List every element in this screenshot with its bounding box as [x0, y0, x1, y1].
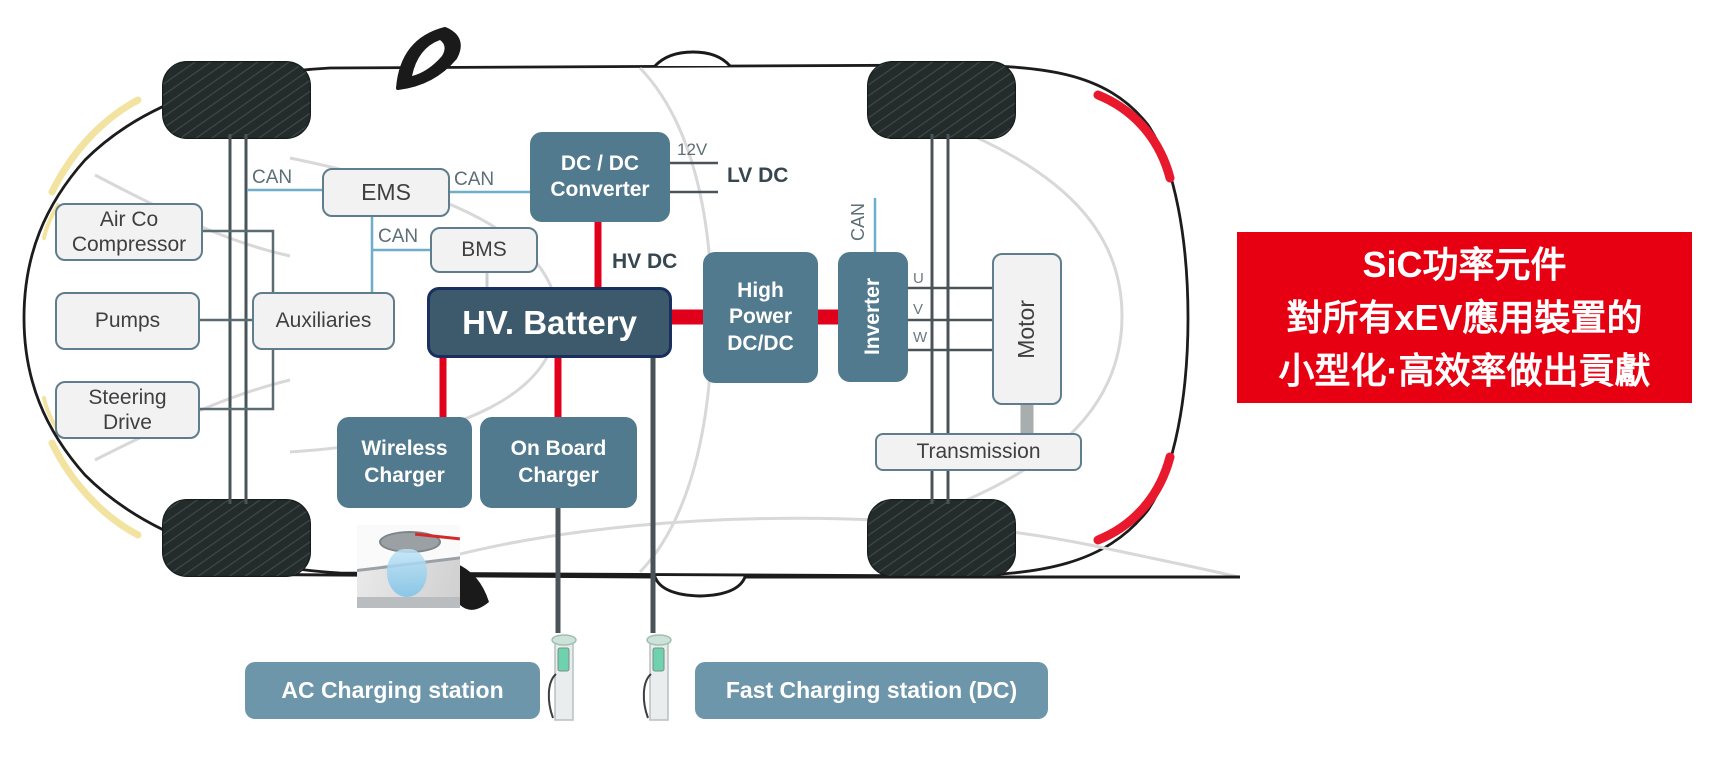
inverter-label: Inverter	[860, 278, 884, 356]
label-hv-dc: HV DC	[612, 250, 678, 273]
phase-wires	[908, 286, 992, 352]
can-inverter-text: CAN	[847, 202, 868, 241]
headlight-bottom-icon	[48, 439, 142, 539]
lights	[42, 90, 1175, 545]
tire-rear-right-bottom	[867, 499, 1016, 577]
ac-charging-pillar-icon	[547, 634, 577, 721]
box-pumps: Pumps	[55, 292, 200, 350]
auxiliary-wires	[200, 229, 275, 411]
box-auxiliaries: Auxiliaries	[252, 292, 395, 350]
label-lv-dc: LV DC	[727, 164, 789, 187]
motor-label: Motor	[1013, 299, 1040, 359]
box-dcdc-converter: DC / DC Converter	[530, 132, 670, 222]
taillight-top-icon	[1093, 90, 1175, 183]
banner-line-1: SiC功率元件	[1362, 244, 1567, 285]
headlight-top-icon	[48, 96, 142, 196]
box-wireless-charger: Wireless Charger	[337, 417, 472, 508]
box-transmission: Transmission	[875, 433, 1082, 471]
hv-power-wires	[439, 222, 838, 418]
label-12v: 12V	[677, 140, 708, 159]
car-bottom-line	[179, 572, 1240, 598]
label-phase-w: W	[913, 329, 928, 346]
side-mirror-top-inner	[412, 40, 445, 76]
door-handle-bump	[653, 50, 732, 68]
box-bms: BMS	[430, 227, 538, 273]
can-wires	[247, 188, 877, 292]
banner-line-2: 對所有xEV應用裝置的	[1286, 297, 1643, 338]
lv-dc-wires	[670, 161, 718, 194]
can-label-ems-dcdc: CAN	[454, 169, 495, 190]
taillight-bottom-icon	[1093, 452, 1175, 545]
tires	[162, 61, 1016, 577]
photo-ground	[357, 597, 460, 608]
side-mirror-bottom-icon	[452, 563, 489, 610]
charging-cables	[555, 358, 656, 633]
tire-front-left	[162, 61, 311, 139]
box-hv-battery: HV. Battery	[427, 287, 672, 358]
label-phase-u: U	[913, 270, 924, 287]
photo-energy-beam	[387, 549, 427, 597]
box-steering-drive: Steering Drive	[55, 381, 200, 439]
can-label-ems-bms: CAN	[378, 226, 419, 247]
fast-charging-pillar-icon	[642, 634, 672, 721]
banner-line-3: 小型化·高效率做出貢獻	[1278, 350, 1651, 391]
box-air-co-compressor: Air Co Compressor	[55, 203, 203, 261]
box-high-power-dcdc: High Power DC/DC	[703, 252, 818, 383]
can-label-inverter: CAN	[845, 193, 871, 251]
ac-charging-station-label: AC Charging station	[245, 662, 540, 719]
label-phase-v: V	[913, 301, 924, 318]
box-motor: Motor	[992, 253, 1062, 405]
box-inverter: Inverter	[838, 252, 908, 382]
fast-charging-station-label: Fast Charging station (DC)	[695, 662, 1048, 719]
tire-rear-left-top	[867, 61, 1016, 139]
tire-front-right-bottom	[162, 499, 311, 577]
box-onboard-charger: On Board Charger	[480, 417, 637, 508]
sic-benefit-banner: SiC功率元件 對所有xEV應用裝置的 小型化·高效率做出貢獻	[1237, 232, 1692, 403]
wireless-charging-photo	[357, 525, 460, 608]
can-label-left: CAN	[252, 167, 293, 188]
box-ems: EMS	[322, 168, 450, 217]
